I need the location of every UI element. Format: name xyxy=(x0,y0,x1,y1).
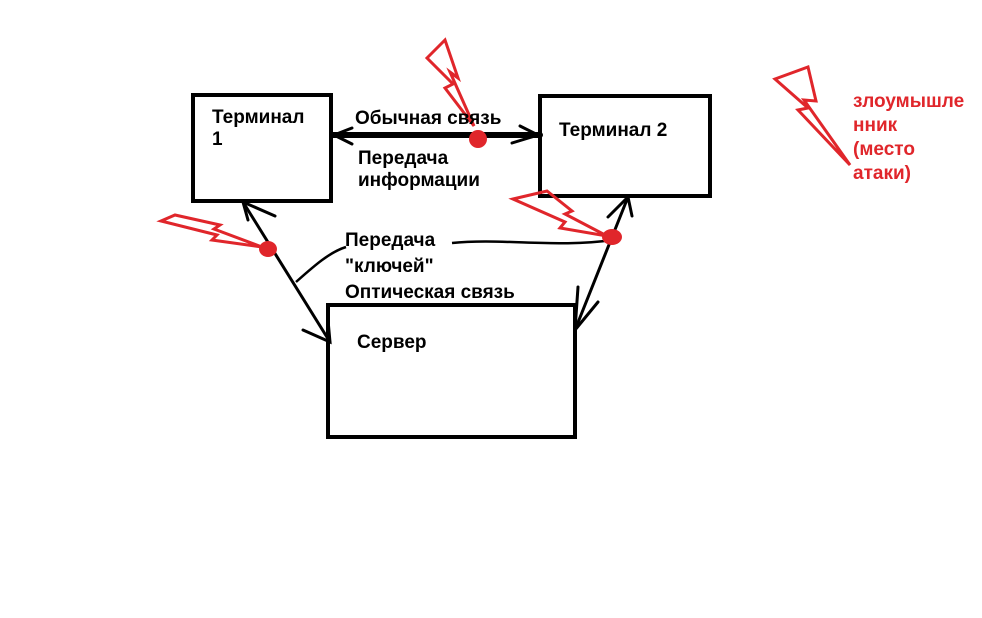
attacker-legend-line4: атаки) xyxy=(853,163,911,184)
keys-leader-left xyxy=(295,245,347,283)
terminal2-server-arrow xyxy=(573,193,634,335)
keys-transfer-line1: Передача xyxy=(345,230,436,251)
keys-transfer-line2: "ключей" xyxy=(345,256,434,277)
attack-point-right xyxy=(602,229,622,245)
info-transfer-line1: Передача xyxy=(358,148,449,169)
terminal-2-box xyxy=(538,94,712,198)
lightning-bolt-icon xyxy=(508,189,608,238)
info-transfer-line2: информации xyxy=(358,170,480,191)
info-transfer-label: Передача информации xyxy=(358,148,480,192)
terminal-1-label-line1: Терминал xyxy=(212,107,305,128)
keys-transfer-label: Передача "ключей" Оптическая связь xyxy=(345,228,515,306)
attacker-legend-line3: (место xyxy=(853,139,915,160)
attack-point-left xyxy=(259,241,277,257)
server-label: Сервер xyxy=(357,332,427,353)
terminal-1-box xyxy=(191,93,333,203)
lightning-bolt-icon xyxy=(424,37,476,127)
attacker-legend-line1: злоумышле xyxy=(853,91,965,112)
lightning-bolt-icon xyxy=(156,213,263,249)
terminal-2-label: Терминал 2 xyxy=(559,120,668,141)
server-box xyxy=(326,303,577,439)
attack-point-top xyxy=(469,130,487,148)
terminal-1-label-line2: 1 xyxy=(212,129,223,150)
attacker-legend: злоумышле нник (место атаки) xyxy=(853,90,964,186)
attacker-legend-line2: нник xyxy=(853,115,898,136)
regular-link-label: Обычная связь xyxy=(355,108,502,129)
terminal1-server-arrow xyxy=(240,199,332,345)
optical-link-line: Оптическая связь xyxy=(345,282,515,303)
regular-link-arrow xyxy=(329,124,543,146)
keys-leader-right xyxy=(451,238,613,245)
lightning-bolt-icon xyxy=(772,65,852,167)
terminal-1-label: Терминал 1 xyxy=(212,107,304,151)
